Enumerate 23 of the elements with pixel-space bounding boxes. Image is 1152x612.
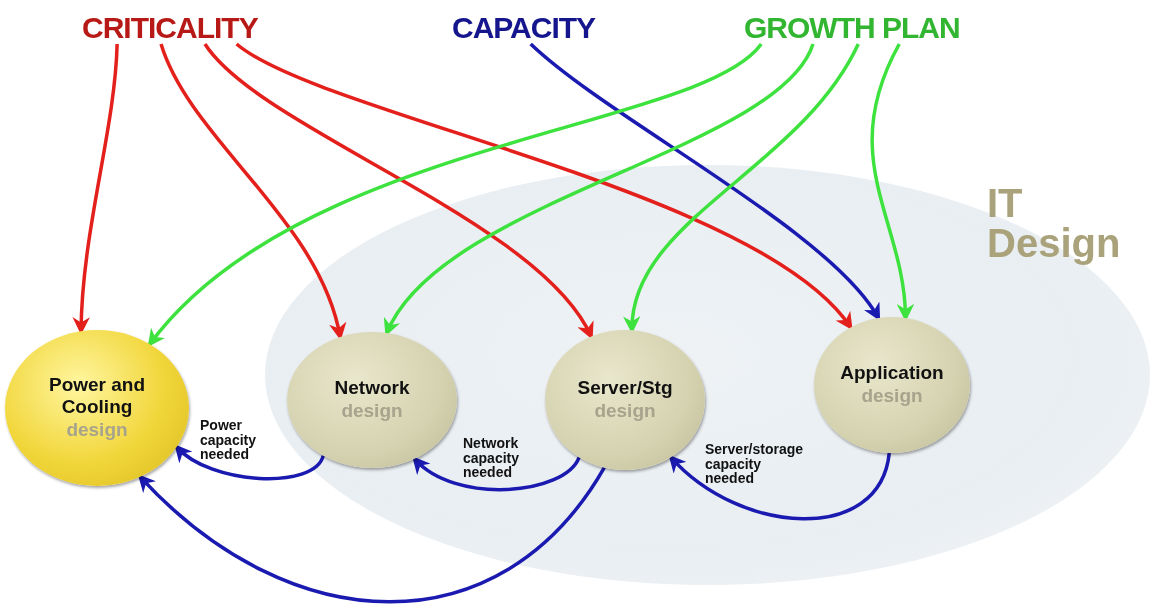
- edge-label: Power capacity needed: [200, 418, 258, 463]
- node-title: Server/Stg: [577, 376, 673, 399]
- category-label: CAPACITY: [452, 10, 596, 46]
- edge-label: Server/storage capacity needed: [705, 442, 805, 487]
- node-subtitle: design: [861, 383, 923, 408]
- arrow: [174, 444, 325, 481]
- arrow: [529, 42, 881, 321]
- arrow: [137, 466, 606, 604]
- node-title: Network: [334, 376, 410, 399]
- region-label: IT Design: [987, 183, 1122, 263]
- arrow: [203, 42, 593, 340]
- node-subtitle: design: [341, 398, 403, 423]
- category-label: CRITICALITY: [82, 10, 258, 46]
- arrow: [147, 42, 763, 347]
- node-title: Application: [840, 361, 944, 384]
- arrow: [235, 42, 853, 330]
- arrow: [411, 456, 581, 492]
- node-title: Power and Cooling: [47, 373, 147, 418]
- node-subtitle: design: [66, 417, 128, 442]
- arrow: [668, 452, 891, 521]
- category-label: GROWTH PLAN: [744, 10, 960, 46]
- edge-label: Network capacity needed: [463, 436, 521, 481]
- node-subtitle: design: [594, 398, 656, 423]
